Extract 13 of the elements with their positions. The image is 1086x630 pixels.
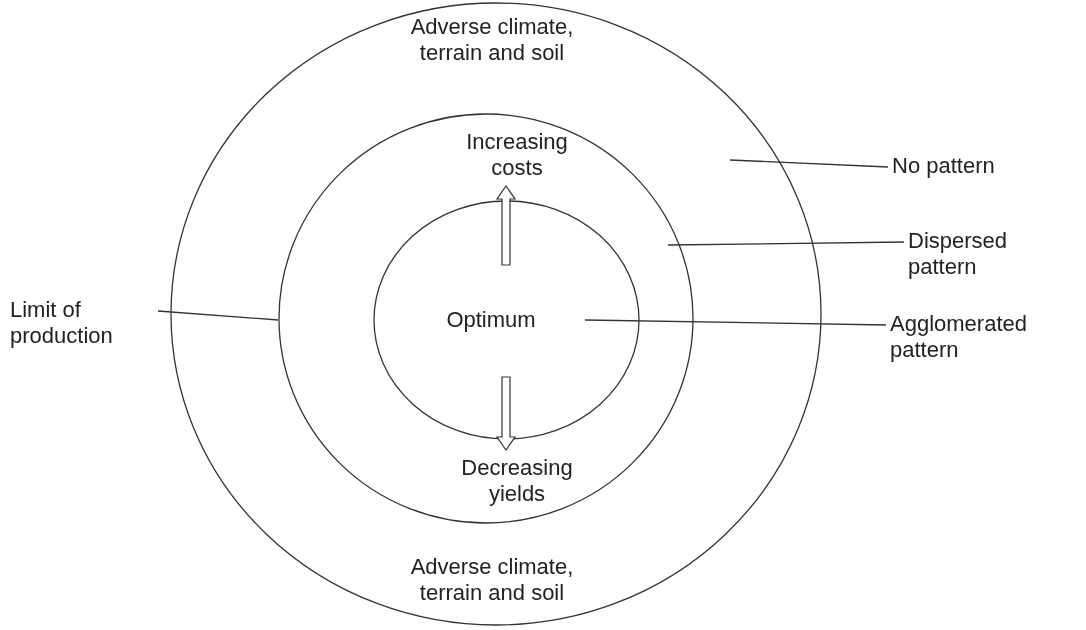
zone-label: Adverse climate, terrain and soil: [409, 14, 575, 66]
callout-label: Limit of production: [10, 297, 114, 349]
zone-label: Optimum: [445, 307, 537, 333]
callout-label: Dispersed pattern: [908, 228, 1009, 280]
callout-label: Agglomerated pattern: [890, 311, 1028, 363]
zone-label: Adverse climate, terrain and soil: [409, 554, 575, 606]
zone-label: Increasing costs: [465, 129, 569, 181]
leader-line: [157, 310, 279, 321]
leader-line: [729, 159, 889, 168]
leader-line: [584, 319, 887, 326]
zone-label: Decreasing yields: [460, 455, 574, 507]
leader-line: [667, 241, 905, 246]
callout-label: No pattern: [892, 153, 995, 179]
